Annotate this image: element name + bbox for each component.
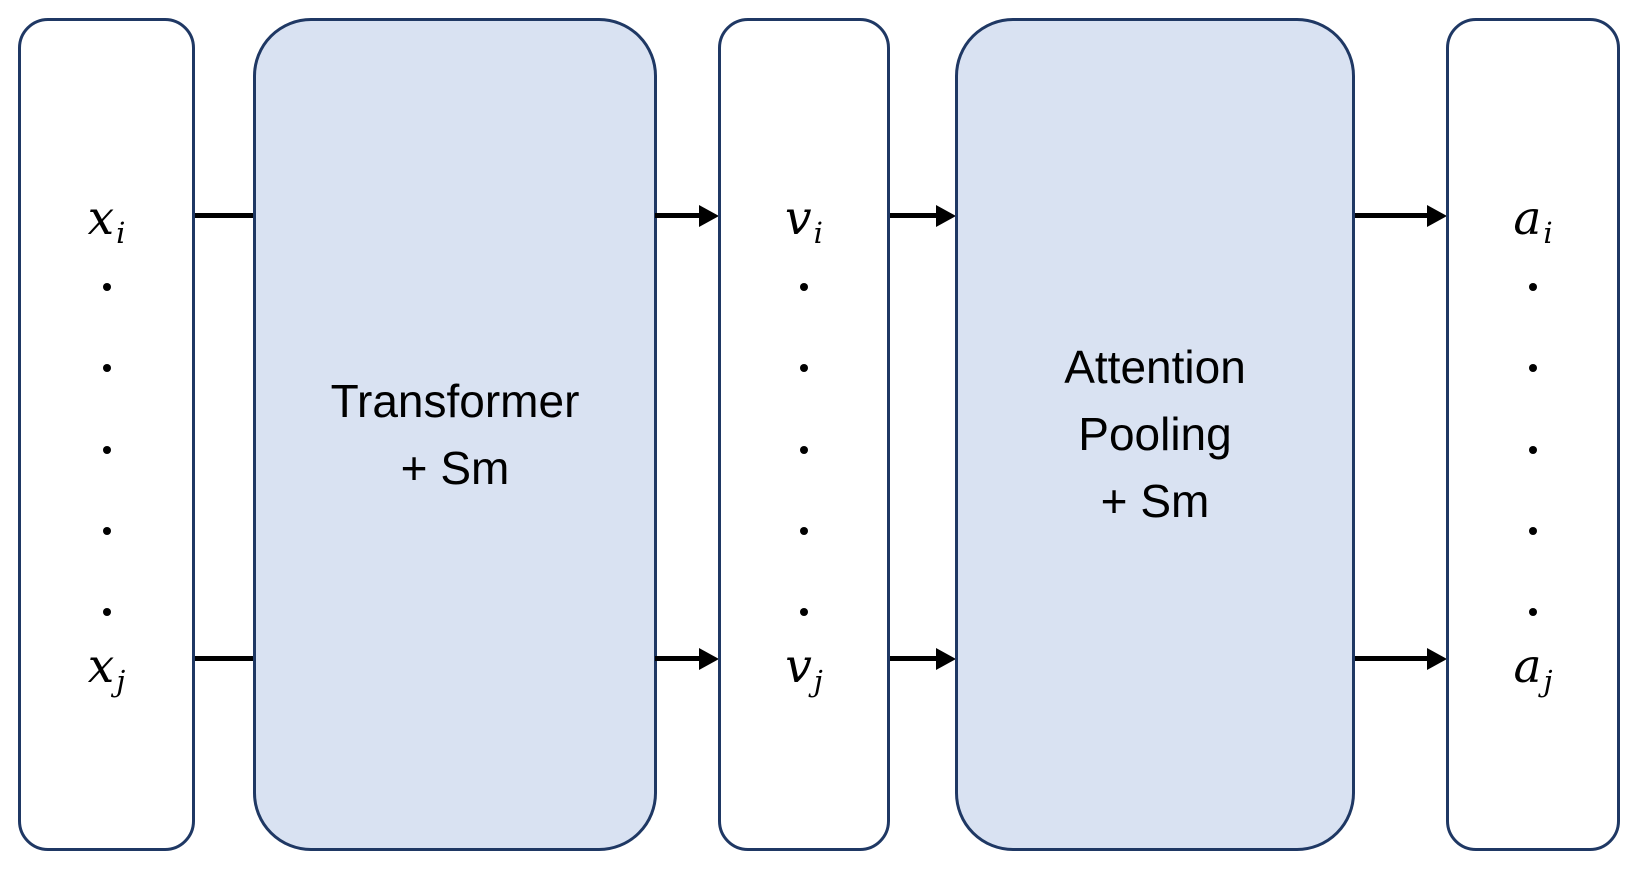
label-x-i: xi (21, 189, 192, 263)
output-vector-box: ai aj (1446, 18, 1620, 851)
ellipsis-dot (800, 283, 808, 291)
label-v-i-subscript: i (813, 216, 823, 251)
transformer-block: Transformer + Sm (253, 18, 657, 851)
label-v-i-base: v (785, 191, 812, 246)
ellipsis-dot (102, 526, 111, 535)
value-vector-box: vi vj (718, 18, 890, 851)
arrow-values-to-attention-top (890, 204, 956, 227)
label-a-j-base: a (1513, 639, 1542, 694)
ellipsis-dot (800, 526, 808, 535)
label-v-j-subscript: j (813, 664, 823, 699)
input-vector-box: xi xj (18, 18, 195, 851)
attention-pooling-block: Attention Pooling + Sm (955, 18, 1355, 851)
arrow-attention-to-outputs-top (1355, 204, 1447, 227)
arrow-transformer-to-values-top (655, 204, 719, 227)
arrow-inputs-to-transformer-bottom (195, 656, 253, 661)
label-a-j-subscript: j (1543, 664, 1553, 699)
ellipsis-dot (102, 364, 111, 373)
label-a-i-subscript: i (1543, 216, 1553, 251)
label-a-j: aj (1449, 637, 1617, 711)
arrow-transformer-to-values-bottom (655, 647, 719, 670)
ellipsis-dot (1529, 445, 1537, 454)
arrow-values-to-attention-bottom (890, 647, 956, 670)
ellipsis-dot (102, 445, 111, 454)
label-x-j-subscript: j (116, 664, 126, 699)
label-v-j-base: v (785, 639, 812, 694)
label-x-j-base: x (87, 639, 115, 694)
label-x-i-subscript: i (116, 216, 126, 251)
output-ellipsis (1449, 283, 1617, 616)
ellipsis-dot (800, 608, 808, 616)
input-ellipsis (21, 283, 192, 616)
label-v-j: vj (721, 637, 887, 711)
ellipsis-dot (102, 283, 111, 291)
ellipsis-dot (1529, 364, 1537, 373)
value-ellipsis (721, 283, 887, 616)
ellipsis-dot (1529, 283, 1537, 291)
ellipsis-dot (800, 445, 808, 454)
ellipsis-dot (800, 364, 808, 373)
label-v-i: vi (721, 189, 887, 263)
ellipsis-dot (102, 608, 111, 616)
arrow-attention-to-outputs-bottom (1355, 647, 1447, 670)
ellipsis-dot (1529, 526, 1537, 535)
transformer-label-line-2: + Sm (400, 441, 510, 494)
label-x-i-base: x (87, 191, 115, 246)
attention-label-line-1: Attention (1064, 341, 1246, 393)
attention-label-line-3: + Sm (1100, 475, 1210, 527)
transformer-label-line-1: Transformer (330, 374, 580, 427)
label-a-i-base: a (1513, 191, 1542, 246)
arrow-inputs-to-transformer-top (195, 213, 253, 218)
attention-label-line-2: Pooling (1078, 408, 1232, 460)
ellipsis-dot (1529, 608, 1537, 616)
label-x-j: xj (21, 637, 192, 711)
label-a-i: ai (1449, 189, 1617, 263)
